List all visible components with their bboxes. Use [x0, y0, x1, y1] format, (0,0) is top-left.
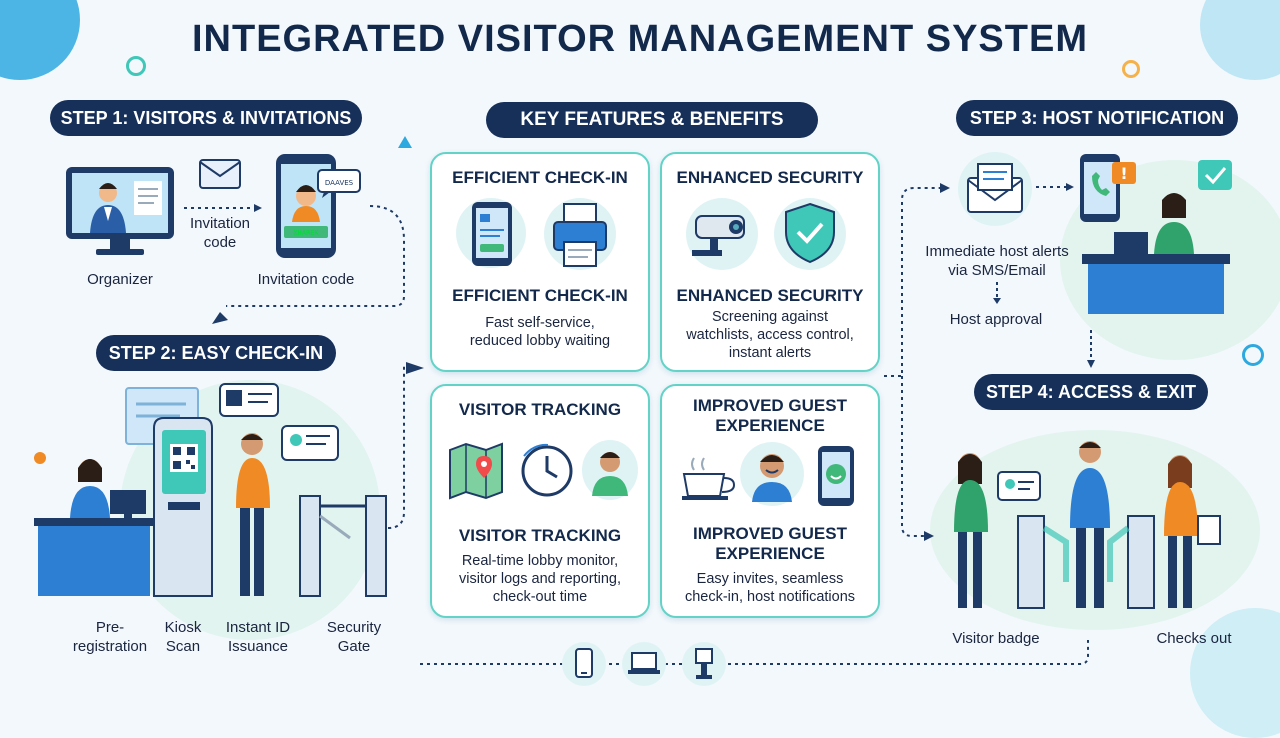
connector-step1-step2 — [200, 200, 410, 330]
feature-subheading: ENHANCED SECURITY — [676, 286, 864, 305]
feature-card-guest-experience: IMPROVED GUEST EXPERIENCE IMPROVED GUEST… — [660, 384, 880, 618]
decor-ring-teal — [126, 56, 146, 76]
decor-dot-orange — [34, 452, 46, 464]
features-header: KEY FEATURES & BENEFITS — [486, 102, 818, 138]
invitation-code-arrow-label: Invitation code — [189, 215, 251, 251]
arrow-organizer-to-phone — [184, 203, 264, 213]
kiosk-icon — [694, 648, 714, 680]
organizer-monitor-illustration — [64, 165, 176, 257]
bottom-connector-line — [420, 640, 1100, 670]
arrow-email-to-host — [1036, 182, 1076, 192]
feature-description: Fast self-service, reduced lobby waiting — [469, 315, 611, 349]
smiling-guest-icon — [744, 444, 800, 504]
step2-header: STEP 2: EASY CHECK-IN — [96, 335, 336, 371]
connector-features-right — [880, 180, 960, 550]
tablet-icon — [470, 200, 514, 268]
coffee-cup-icon — [680, 456, 740, 502]
preregistration-label: Pre- registration — [72, 619, 148, 655]
security-gate-label: Security Gate — [326, 619, 382, 655]
phone-invitation-illustration: XHAREK DAAVES — [272, 152, 364, 262]
decor-ring-orange — [1122, 60, 1140, 78]
feature-card-enhanced-security: ENHANCED SECURITY ENHANCED SECURITY Scre… — [660, 152, 880, 372]
invitation-code-label: Invitation code — [257, 271, 355, 288]
clock-icon — [518, 442, 576, 500]
envelope-icon — [198, 158, 242, 190]
feature-heading: VISITOR TRACKING — [458, 400, 622, 419]
feature-subheading: VISITOR TRACKING — [458, 526, 622, 545]
feature-heading: EFFICIENT CHECK-IN — [452, 168, 628, 187]
page-title: INTEGRATED VISITOR MANAGEMENT SYSTEM — [192, 18, 1088, 60]
feature-card-visitor-tracking: VISITOR TRACKING VISITOR TRACKING Real-t… — [430, 384, 650, 618]
visitor-badge-label: Visitor badge — [952, 630, 1040, 647]
host-approval-label: Host approval — [949, 311, 1043, 328]
bubble-text: DAAVES — [325, 179, 354, 187]
feature-description: Real-time lobby monitor, visitor logs an… — [459, 553, 621, 605]
arrow-step3-to-step4 — [1086, 330, 1096, 370]
feature-subheading: EFFICIENT CHECK-IN — [452, 286, 628, 305]
access-exit-illustration — [930, 432, 1230, 610]
corner-blob-bottom-right — [1190, 608, 1280, 738]
email-alert-icon — [966, 162, 1024, 214]
step4-header: STEP 4: ACCESS & EXIT — [974, 374, 1208, 410]
kiosk-scan-label: Kiosk Scan — [164, 619, 202, 655]
feature-card-efficient-checkin: EFFICIENT CHECK-IN EFFICIENT CHECK-IN Fa… — [430, 152, 650, 372]
map-pin-icon — [448, 442, 504, 500]
feature-subheading: IMPROVED GUEST EXPERIENCE — [693, 524, 847, 563]
connector-step2-features — [386, 352, 426, 532]
laptop-icon — [627, 652, 661, 676]
decor-triangle — [398, 136, 412, 148]
visitor-avatar-icon — [584, 442, 636, 498]
feature-description: Easy invites, seamless check-in, host no… — [684, 571, 856, 605]
checkin-scene-illustration — [30, 378, 400, 606]
svg-text:!: ! — [1120, 164, 1127, 183]
checks-out-label: Checks out — [1156, 630, 1232, 647]
smiley-phone-icon — [816, 444, 856, 508]
mobile-phone-icon — [575, 648, 593, 678]
security-camera-icon — [690, 212, 756, 258]
feature-description: Screening against watchlists, access con… — [686, 309, 854, 361]
printer-icon — [550, 202, 610, 268]
instant-id-label: Instant ID Issuance — [225, 619, 291, 655]
host-desk-illustration: ! — [1078, 150, 1238, 320]
host-alerts-label: Immediate host alerts via SMS/Email — [925, 243, 1069, 279]
feature-heading: ENHANCED SECURITY — [676, 168, 864, 187]
organizer-label: Organizer — [87, 271, 153, 288]
shield-icon — [784, 202, 836, 264]
decor-ring-blue — [1242, 344, 1264, 366]
step1-header: STEP 1: VISITORS & INVITATIONS — [50, 100, 362, 136]
arrow-alerts-to-approval — [992, 282, 1002, 306]
step3-header: STEP 3: HOST NOTIFICATION — [956, 100, 1238, 136]
feature-heading: IMPROVED GUEST EXPERIENCE — [693, 396, 847, 435]
badge-text: XHAREK — [293, 229, 319, 237]
